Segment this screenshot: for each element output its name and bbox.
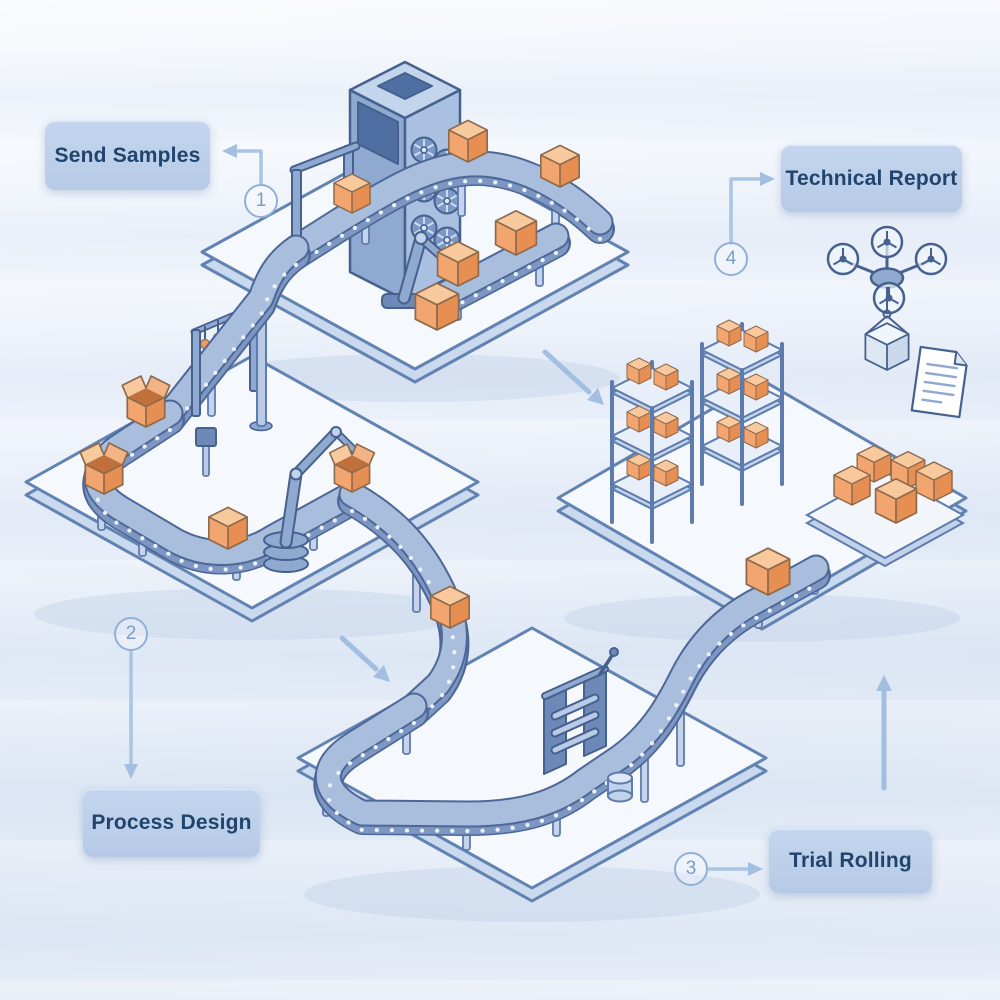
step-number-2: 2 bbox=[114, 617, 148, 651]
tool-rack-post bbox=[191, 329, 201, 417]
cargo-box bbox=[208, 506, 248, 550]
cargo-box bbox=[333, 173, 371, 214]
step-number-3: 3 bbox=[674, 852, 708, 886]
step-label-trial-rolling: Trial Rolling bbox=[769, 829, 932, 893]
rotor-icon bbox=[870, 225, 904, 259]
robot-arm-design bbox=[263, 426, 367, 573]
pallet-stack bbox=[804, 444, 966, 568]
step-label-technical-report: Technical Report bbox=[781, 145, 962, 212]
control-post bbox=[195, 427, 217, 477]
cargo-box bbox=[447, 119, 489, 163]
rolling-mill bbox=[541, 647, 619, 775]
flow-arrows bbox=[339, 349, 892, 791]
delivery-drone bbox=[826, 225, 948, 371]
cargo-box bbox=[539, 144, 581, 188]
cargo-box bbox=[494, 209, 538, 256]
open-box bbox=[121, 375, 171, 428]
barrel bbox=[607, 771, 633, 803]
rotor-icon bbox=[914, 242, 948, 276]
cargo-box bbox=[429, 585, 471, 629]
step-label-process-design: Process Design bbox=[83, 789, 260, 857]
step-connectors bbox=[124, 144, 775, 876]
rotor-icon bbox=[826, 242, 860, 276]
cargo-box bbox=[745, 547, 791, 596]
cargo-box bbox=[414, 282, 460, 331]
step-number-4: 4 bbox=[714, 242, 748, 276]
step-label-send-samples: Send Samples bbox=[45, 121, 210, 190]
step-number-1: 1 bbox=[244, 184, 278, 218]
inspection-machine bbox=[348, 60, 462, 302]
cargo-box bbox=[436, 240, 480, 287]
drone-carried-box bbox=[864, 322, 910, 371]
report-document-icon bbox=[910, 345, 968, 419]
rotor-icon bbox=[872, 281, 906, 315]
